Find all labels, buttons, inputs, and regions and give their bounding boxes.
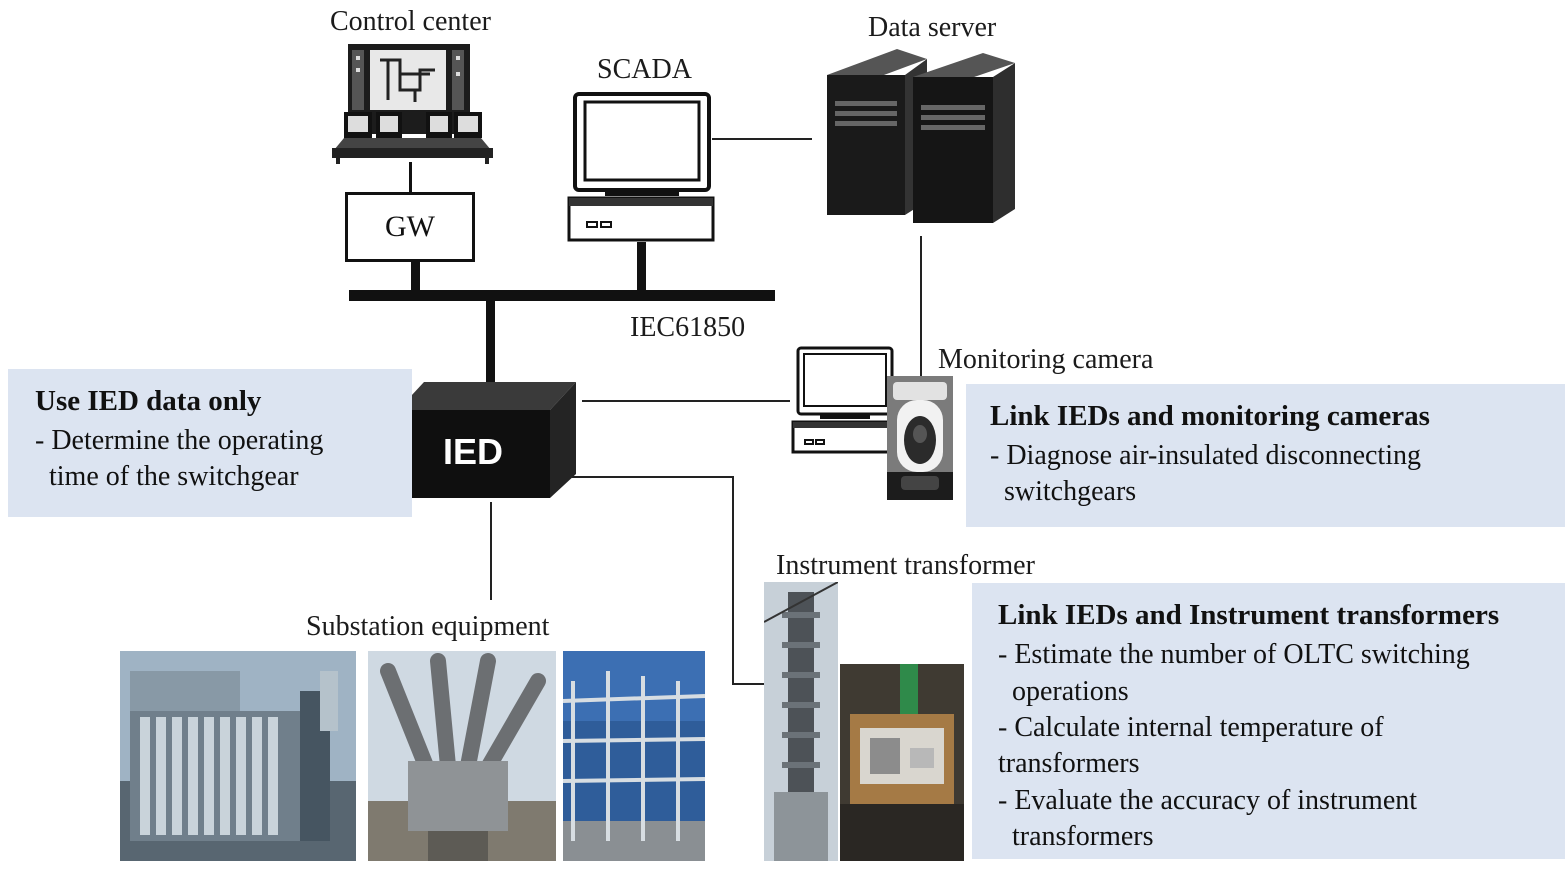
substation-photo-switchyard (563, 651, 705, 861)
ied-only-line: time of the switchgear (49, 461, 299, 493)
substation-photo-breaker (368, 651, 556, 861)
ied-only-line: - Determine the operating (35, 425, 324, 457)
instrument-transformer-photo (764, 582, 838, 861)
substation-equipment-label: Substation equipment (306, 611, 550, 642)
data-server-label: Data server (868, 12, 997, 43)
transformers-line: - Calculate internal temperature of (998, 712, 1384, 744)
gw-label: GW (385, 210, 435, 243)
scada-label: SCADA (597, 54, 692, 85)
transformers-title: Link IEDs and Instrument transformers (998, 599, 1500, 631)
transformers-panel: Link IEDs and Instrument transformers - … (972, 583, 1565, 859)
monitoring-camera-label: Monitoring camera (938, 344, 1154, 375)
control-center-console-icon (332, 44, 493, 164)
control-center-label: Control center (330, 6, 491, 37)
transformers-line: - Estimate the number of OLTC switching (998, 639, 1470, 671)
bus-label: IEC61850 (630, 312, 746, 343)
gateway-box: GW (345, 192, 475, 262)
data-server-icon (827, 49, 1015, 223)
ied-only-panel: Use IED data only - Determine the operat… (8, 369, 412, 517)
iec61850-bus (349, 290, 775, 301)
camera-photo (887, 376, 953, 500)
ied-only-title: Use IED data only (35, 385, 262, 417)
instrument-device-photo (840, 664, 964, 861)
ied-label: IED (442, 431, 503, 472)
transformers-line: - Evaluate the accuracy of instrument (998, 784, 1418, 816)
ied-device-icon (398, 382, 576, 498)
instrument-transformer-label: Instrument transformer (776, 550, 1035, 581)
cameras-line: - Diagnose air-insulated disconnecting (990, 440, 1421, 472)
transformers-line: transformers (1012, 821, 1154, 853)
cameras-line: switchgears (1004, 476, 1137, 508)
monitoring-computer-icon (791, 346, 895, 454)
cameras-title: Link IEDs and monitoring cameras (990, 400, 1430, 432)
transformers-line: transformers (998, 748, 1140, 780)
transformers-line: operations (1012, 675, 1129, 707)
substation-photo-transformer (120, 651, 356, 861)
scada-computer-icon (567, 92, 715, 242)
cameras-panel: Link IEDs and monitoring cameras - Diagn… (966, 384, 1565, 527)
